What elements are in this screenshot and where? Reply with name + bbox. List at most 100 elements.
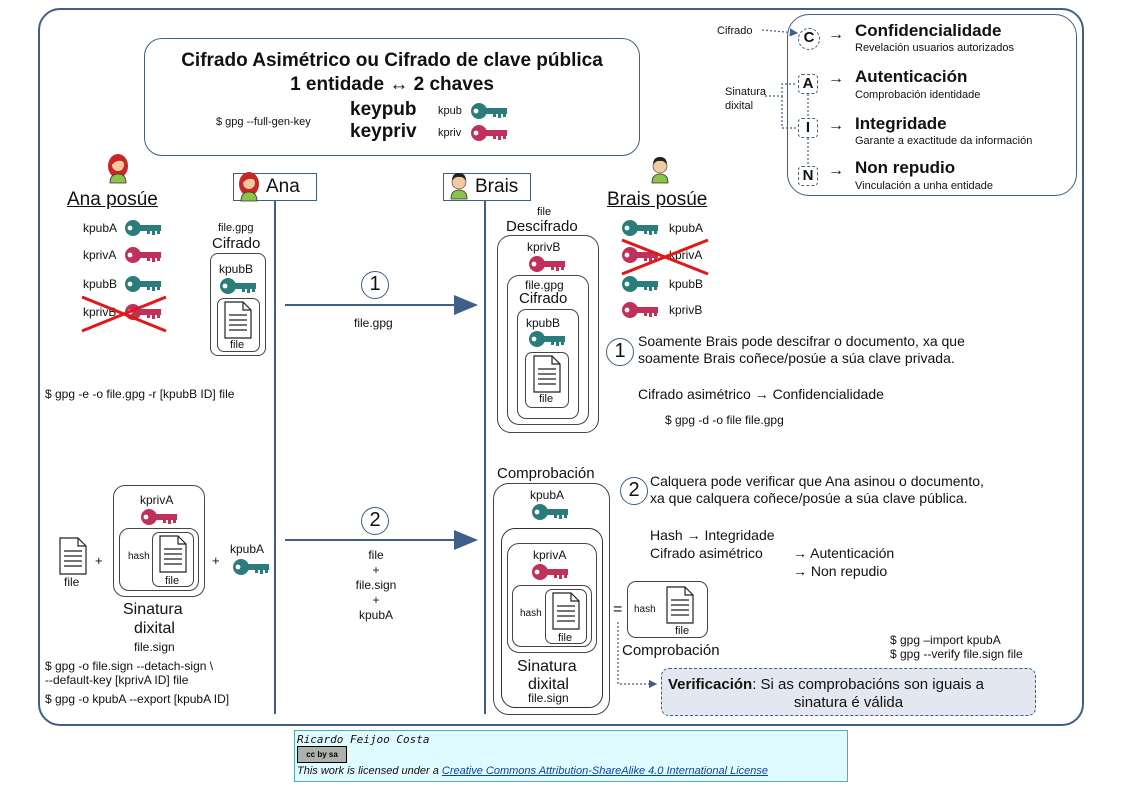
note2-cifrado: Cifrado asimétrico [650,545,763,561]
cmd-gen-key: $ gpg --full-gen-key [216,116,311,128]
note2-autenticacion: → Autenticación [793,545,895,561]
ana-cifrado-doc-icon [224,301,252,339]
license-text: This work is licensed under a Creative C… [297,765,768,777]
title-priv-key-icon [471,125,507,141]
verification-box [661,668,1036,716]
ana-kpubB-key-icon [125,276,161,292]
arrow2-label-2: file.sign [355,578,397,592]
step-2-circle: 2 [361,507,389,535]
legend-cifrado-label: Cifrado [717,25,753,37]
ana-key-kpubB: kpubB [83,277,118,291]
ana-posue: Ana posúe [67,189,158,210]
arrow2-label-1: + [372,563,380,577]
brais-kpubB-key-icon [622,276,658,292]
brais-descifrado-key-icon [529,256,565,272]
outer-frame [38,8,1084,726]
ana-cifrado-label: Cifrado [212,235,261,252]
brais-comp-doc-icon [552,592,580,630]
license-prefix: This work is licensed under a [297,765,442,777]
brais-file-top-label: file [537,206,552,218]
legend-box [787,14,1077,196]
verification-connector [617,622,658,689]
license-author: Ricardo Feijoo Costa [297,733,430,746]
cmd-verify: $ gpg --verify file.sign file [890,647,1023,661]
brais-file-label: file [539,393,554,405]
kpriv-label: kpriv [438,127,462,139]
brais-key-kpubA: kpubA [669,221,704,235]
legend-arrow-n: → [828,162,844,179]
ana-kpubA-key-icon [125,220,161,236]
brais-kprivA-cross-icon [621,238,709,276]
verification-line2: sinatura é válida [793,694,904,711]
note1-summary: Cifrado asimétrico → Confidencialidade [638,386,884,402]
ana-sign-kprivA-label: kprivA [140,493,174,507]
ana-file-gpg-label: file.gpg [218,222,254,234]
ana-sign-inner-file-label: file [165,575,180,587]
ana-kprivB-cross-icon [81,295,167,333]
comp-result-label: Comprobación [622,642,720,659]
kpub-label: kpub [438,105,462,117]
license-link[interactable]: Creative Commons Attribution-ShareAlike … [441,765,768,777]
note2-line1: Calquera pode verificar que Ana asinou o… [650,473,984,489]
brais-lifeline [484,201,486,714]
title-line2: 1 entidade ↔ 2 chaves [290,74,494,95]
brais-kpubB-label: kpubB [526,316,561,330]
ana-key-kprivA: kprivA [83,248,117,262]
license-box [294,730,848,782]
ana-dixital-label: dixital [134,620,175,637]
brais-comp-hash-label: hash [520,608,542,619]
ana-key-kpubA: kpubA [83,221,118,235]
verification-rest: : Si as comprobacións son iguais a [752,676,985,693]
ana-kprivA-key-icon [125,247,161,263]
step-1-circle: 1 [361,271,389,299]
ana-plus-1: + [95,553,103,568]
legend-letter-c: C [798,28,820,50]
brais-file-sign-label: file.sign [528,691,569,705]
ana-person-icon [107,153,129,184]
comp-result-file: file [675,625,690,637]
legend-title-c: Confidencialidade [855,21,1002,40]
note1-line1: Soamente Brais pode descifrar o document… [638,333,965,349]
legend-letter-n: N [798,166,818,186]
ana-kpubB-label: kpubB [219,262,254,276]
verification-line1: Verificación: Si as comprobacións son ig… [668,676,984,693]
cc-badge[interactable]: cc by sa [297,746,347,763]
equals-sign: = [613,601,623,618]
legend-title-a: Autenticación [855,67,968,86]
note2-circle: 2 [620,477,648,505]
note1-cmd: $ gpg -d -o file file.gpg [665,413,784,427]
ana-file-sign-label: file.sign [134,640,175,654]
legend-sinatura-connector [765,83,797,129]
ana-sign-doc-icon [59,537,87,575]
ana-cifrado-key-icon [220,278,256,294]
brais-comprobacion-label: Comprobación [497,465,595,482]
note2-line2: xa que calquera coñece/posúe a súa clave… [650,490,968,506]
cmd-import: $ gpg –import kpubA [890,633,1001,647]
title-box [144,38,640,156]
brais-descifrado-label: Descifrado [506,218,578,235]
comp-result-doc-icon [666,586,694,624]
brais-kpubA-key-icon [622,220,658,236]
arrow2-label-3: + [372,593,380,607]
legend-desc-c: Revelación usuarios autorizados [855,42,1014,54]
ana-cmd-sign-2: --default-key [kprivA ID] file [45,673,189,687]
comp-result-hash: hash [634,604,656,615]
ana-header-person-icon [238,171,260,202]
ana-sign-kpubA-key-icon [233,559,269,575]
legend-letter-a: A [798,74,818,94]
verification-bold: Verificación [668,676,753,693]
brais-comp-kprivA-label: kprivA [533,548,567,562]
keypriv-label: keypriv [350,121,417,142]
brais-comp-kpubA-label: kpubA [530,488,565,502]
brais-sinatura-label: Sinatura [517,658,577,675]
ana-sign-kprivA-key-icon [141,509,177,525]
brais-comp-kpubA-key-icon [532,504,568,520]
ana-sign-hash-label: hash [128,551,150,562]
ana-sign-inner-doc-icon [159,535,187,573]
brais-dixital-label: dixital [528,676,569,693]
title-pub-key-icon [471,103,507,119]
ana-file-label: file [230,339,245,351]
title-line1: Cifrado Asimétrico ou Cifrado de clave p… [181,50,603,71]
legend-title-i: Integridade [855,114,947,133]
